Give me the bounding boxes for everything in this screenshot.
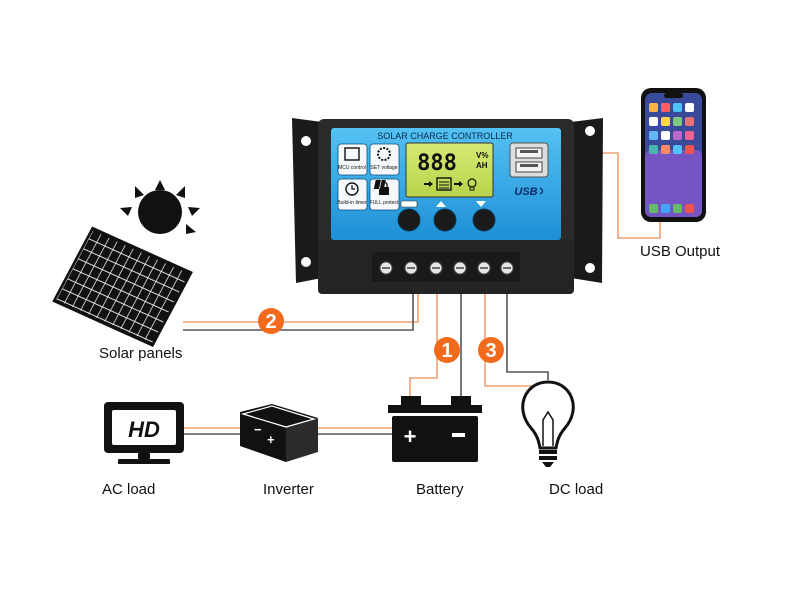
solar-wire-dark bbox=[183, 293, 414, 331]
badge-mcu-control: MCU control bbox=[337, 143, 368, 176]
monitor-icon: HD bbox=[104, 402, 184, 464]
plus-sign: + bbox=[267, 432, 275, 447]
lcd-units-bottom: AH bbox=[476, 161, 488, 170]
mount-tab-left bbox=[292, 118, 322, 283]
marker-1: 1 bbox=[434, 337, 460, 363]
usb-ports: USB bbox=[509, 142, 549, 198]
svg-text:3: 3 bbox=[485, 340, 496, 362]
marker-2: 2 bbox=[258, 308, 284, 334]
up-button[interactable] bbox=[433, 208, 457, 232]
svg-text:FULL protect: FULL protect bbox=[370, 200, 399, 206]
dc-load-label: DC load bbox=[549, 481, 604, 498]
minus-sign: − bbox=[254, 422, 262, 437]
lcd-battery-icon bbox=[436, 177, 452, 191]
menu-icon bbox=[400, 200, 418, 208]
sun-icon bbox=[138, 190, 182, 234]
badge-set-voltage: SET voltage bbox=[369, 143, 400, 176]
battery-icon: + bbox=[388, 396, 482, 462]
badge-build-in-timer: Build-in timer bbox=[337, 178, 368, 211]
usb-output-label: USB Output bbox=[640, 243, 721, 260]
marker-3: 3 bbox=[478, 337, 504, 363]
battery-label: Battery bbox=[416, 481, 464, 498]
lcd-solar-icon bbox=[373, 180, 386, 189]
mount-tab-right bbox=[571, 118, 603, 283]
svg-text:1: 1 bbox=[441, 340, 452, 362]
usb-label: USB bbox=[514, 186, 537, 198]
down-arrow-icon bbox=[476, 201, 486, 207]
battery-wire-orange bbox=[409, 293, 438, 398]
solar-panels-label: Solar panels bbox=[99, 345, 183, 362]
lcd-bulb-icon bbox=[467, 178, 477, 188]
battery-minus bbox=[452, 433, 465, 437]
app-grid bbox=[649, 103, 694, 213]
hd-badge: HD bbox=[128, 417, 160, 442]
inverter-label: Inverter bbox=[263, 481, 314, 498]
solar-wire-orange bbox=[183, 293, 419, 323]
svg-text:Build-in timer: Build-in timer bbox=[337, 200, 367, 206]
controller-title: SOLAR CHARGE CONTROLLER bbox=[377, 131, 513, 141]
lcd-units-top: V% bbox=[476, 151, 488, 160]
menu-button[interactable] bbox=[397, 208, 421, 232]
inverter-icon: − + bbox=[240, 404, 318, 462]
lcd-digits: 888 bbox=[417, 151, 457, 176]
panel-grid bbox=[52, 226, 193, 348]
svg-text:SET voltage: SET voltage bbox=[370, 165, 397, 171]
clock-icon bbox=[345, 182, 359, 196]
controller-buttons bbox=[397, 200, 496, 232]
lcd-display: 888 V% AH bbox=[373, 142, 494, 198]
svg-text:MCU control: MCU control bbox=[338, 165, 366, 171]
battery-plus: + bbox=[404, 424, 417, 449]
charge-controller: SOLAR CHARGE CONTROLLER MCU control SET … bbox=[292, 118, 603, 294]
light-bulb-icon bbox=[521, 380, 575, 467]
smartphone-icon bbox=[641, 88, 706, 222]
svg-text:2: 2 bbox=[265, 311, 276, 333]
gear-icon bbox=[377, 147, 391, 161]
solar-panel-icon bbox=[52, 180, 200, 348]
terminal-screws bbox=[379, 261, 514, 275]
down-button[interactable] bbox=[472, 208, 496, 232]
chip-icon bbox=[344, 147, 360, 161]
dc-wire-dark bbox=[506, 293, 549, 380]
lock-icon bbox=[379, 187, 389, 195]
up-arrow-icon bbox=[436, 201, 446, 207]
ac-load-label: AC load bbox=[102, 481, 156, 498]
